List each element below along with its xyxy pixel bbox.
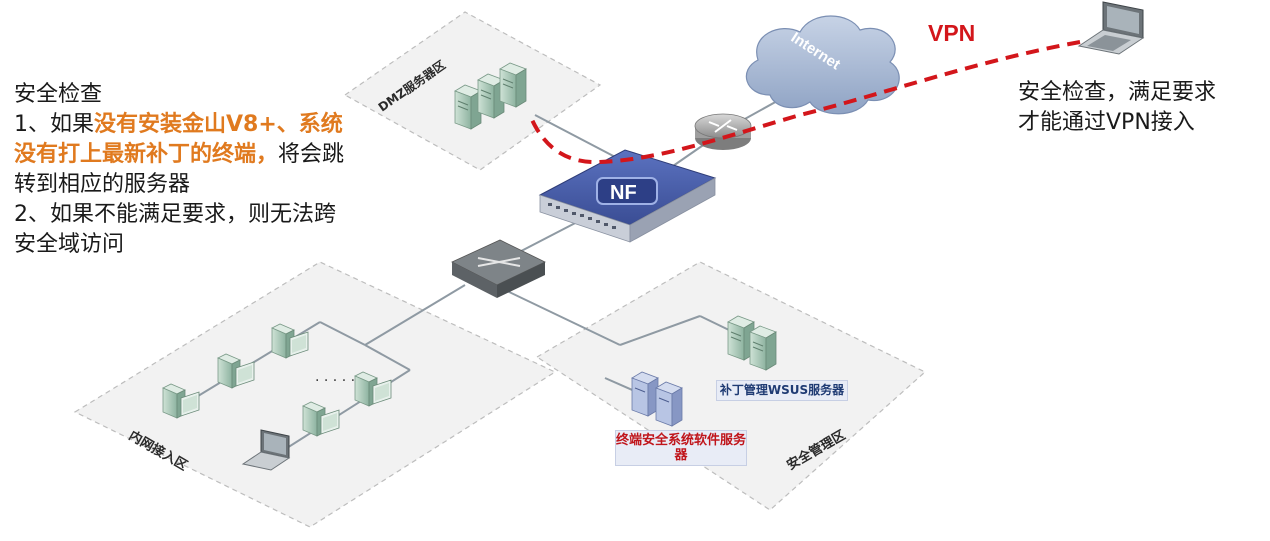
terminal-security-server-label: 终端安全系统软件服务器 [615, 430, 747, 466]
internet-cloud-icon [745, 15, 900, 115]
ellipsis-text: · · · · · [315, 373, 355, 389]
right-note-line2: 才能通过VPN接入 [1018, 110, 1195, 135]
left-note-title: 安全检查 [14, 82, 103, 107]
left-note-item1-highlight: 没有安装金山V8+、系统没有打上最新补丁的终端， [14, 112, 343, 167]
left-note-item2: 2、如果不能满足要求，则无法跨安全域访问 [14, 202, 336, 257]
left-note-item1-prefix: 1、如果 [14, 112, 94, 137]
vpn-label: VPN [928, 20, 976, 46]
firewall-label: NF [610, 182, 637, 204]
remote-laptop-icon [1077, 1, 1145, 55]
firewall-nf-icon [538, 149, 717, 243]
intranet-laptop-icon [241, 429, 291, 471]
left-note-item1-suffix: 将会跳转到相应的服务器 [14, 142, 345, 197]
intranet-zone [73, 261, 557, 528]
left-security-note: 安全检查 1、如果没有安装金山V8+、系统没有打上最新补丁的终端，将会跳转到相应… [14, 80, 354, 260]
right-note-line1: 安全检查，满足要求 [1018, 80, 1217, 105]
vpn-tunnel-line [528, 40, 1081, 165]
left-note-item1: 1、如果没有安装金山V8+、系统没有打上最新补丁的终端，将会跳转到相应的服务器 [14, 110, 354, 200]
switch-icon [451, 239, 546, 298]
wsus-server-label: 补丁管理WSUS服务器 [716, 380, 848, 401]
right-security-note: 安全检查，满足要求 才能通过VPN接入 [1018, 78, 1268, 138]
